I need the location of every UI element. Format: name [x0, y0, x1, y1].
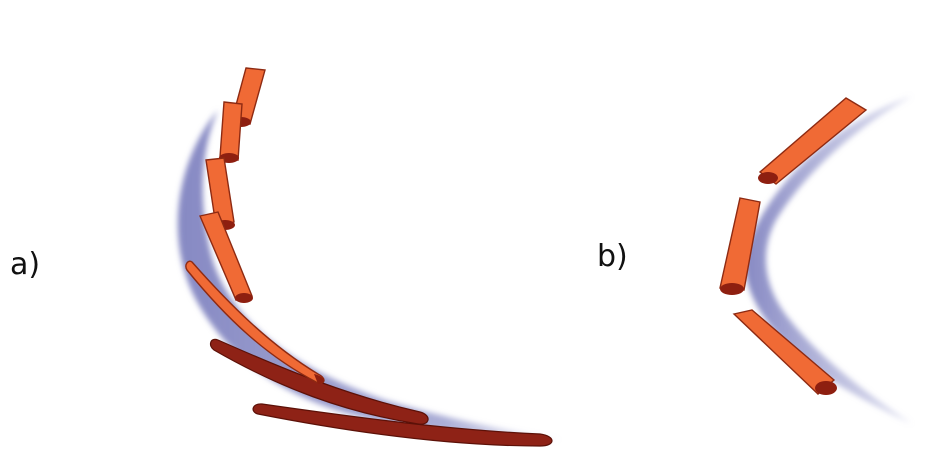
panel-a-label: a) — [10, 250, 40, 280]
panel-b-label: b) — [597, 242, 628, 272]
tube-fiber-2 — [219, 102, 242, 163]
panel-b — [720, 96, 912, 424]
panel-a — [178, 68, 560, 446]
